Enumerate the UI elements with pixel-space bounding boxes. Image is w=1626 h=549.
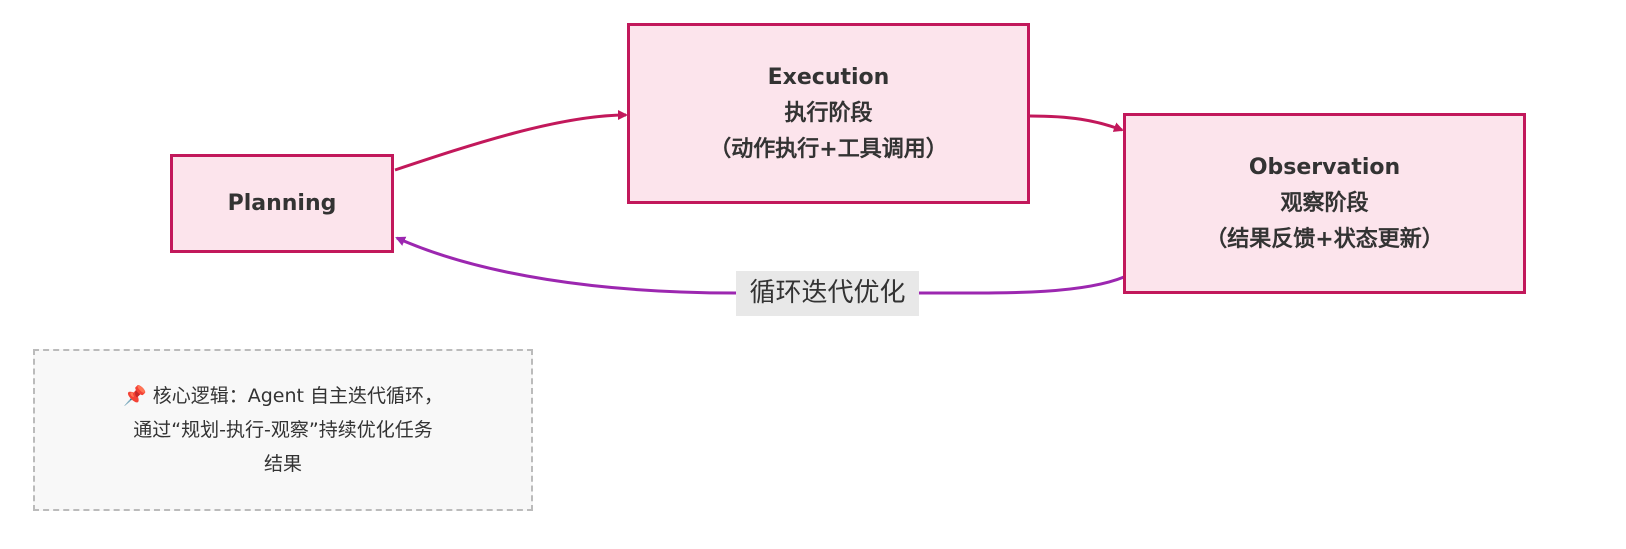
loop-edge-label: 循环迭代优化 [736,271,919,316]
note-line-1: 📌 核心逻辑：Agent 自主迭代循环， [123,379,443,413]
execution-title: Execution [767,64,890,90]
edge-execution-to-observation [1029,114,1124,132]
core-logic-note: 📌 核心逻辑：Agent 自主迭代循环， 通过“规划-执行-观察”持续优化任务 … [33,349,533,511]
observation-detail: （结果反馈+状态更新） [1205,226,1444,252]
execution-node: Execution 执行阶段 （动作执行+工具调用） [627,23,1030,204]
edge-observation-to-planning [395,236,1125,295]
execution-detail: （动作执行+工具调用） [709,136,948,162]
note-line-3: 结果 [263,453,302,475]
planning-node: Planning [170,154,394,253]
planning-label: Planning [227,190,337,216]
observation-title: Observation [1248,154,1401,180]
note-line-2: 通过“规划-执行-观察”持续优化任务 [133,419,433,441]
pushpin-icon: 📌 [123,385,147,407]
edge-planning-to-execution [394,110,628,172]
note-line-1-text: 核心逻辑：Agent 自主迭代循环， [152,385,443,407]
execution-subtitle: 执行阶段 [784,100,873,126]
observation-node: Observation 观察阶段 （结果反馈+状态更新） [1123,113,1526,294]
observation-subtitle: 观察阶段 [1280,190,1369,216]
